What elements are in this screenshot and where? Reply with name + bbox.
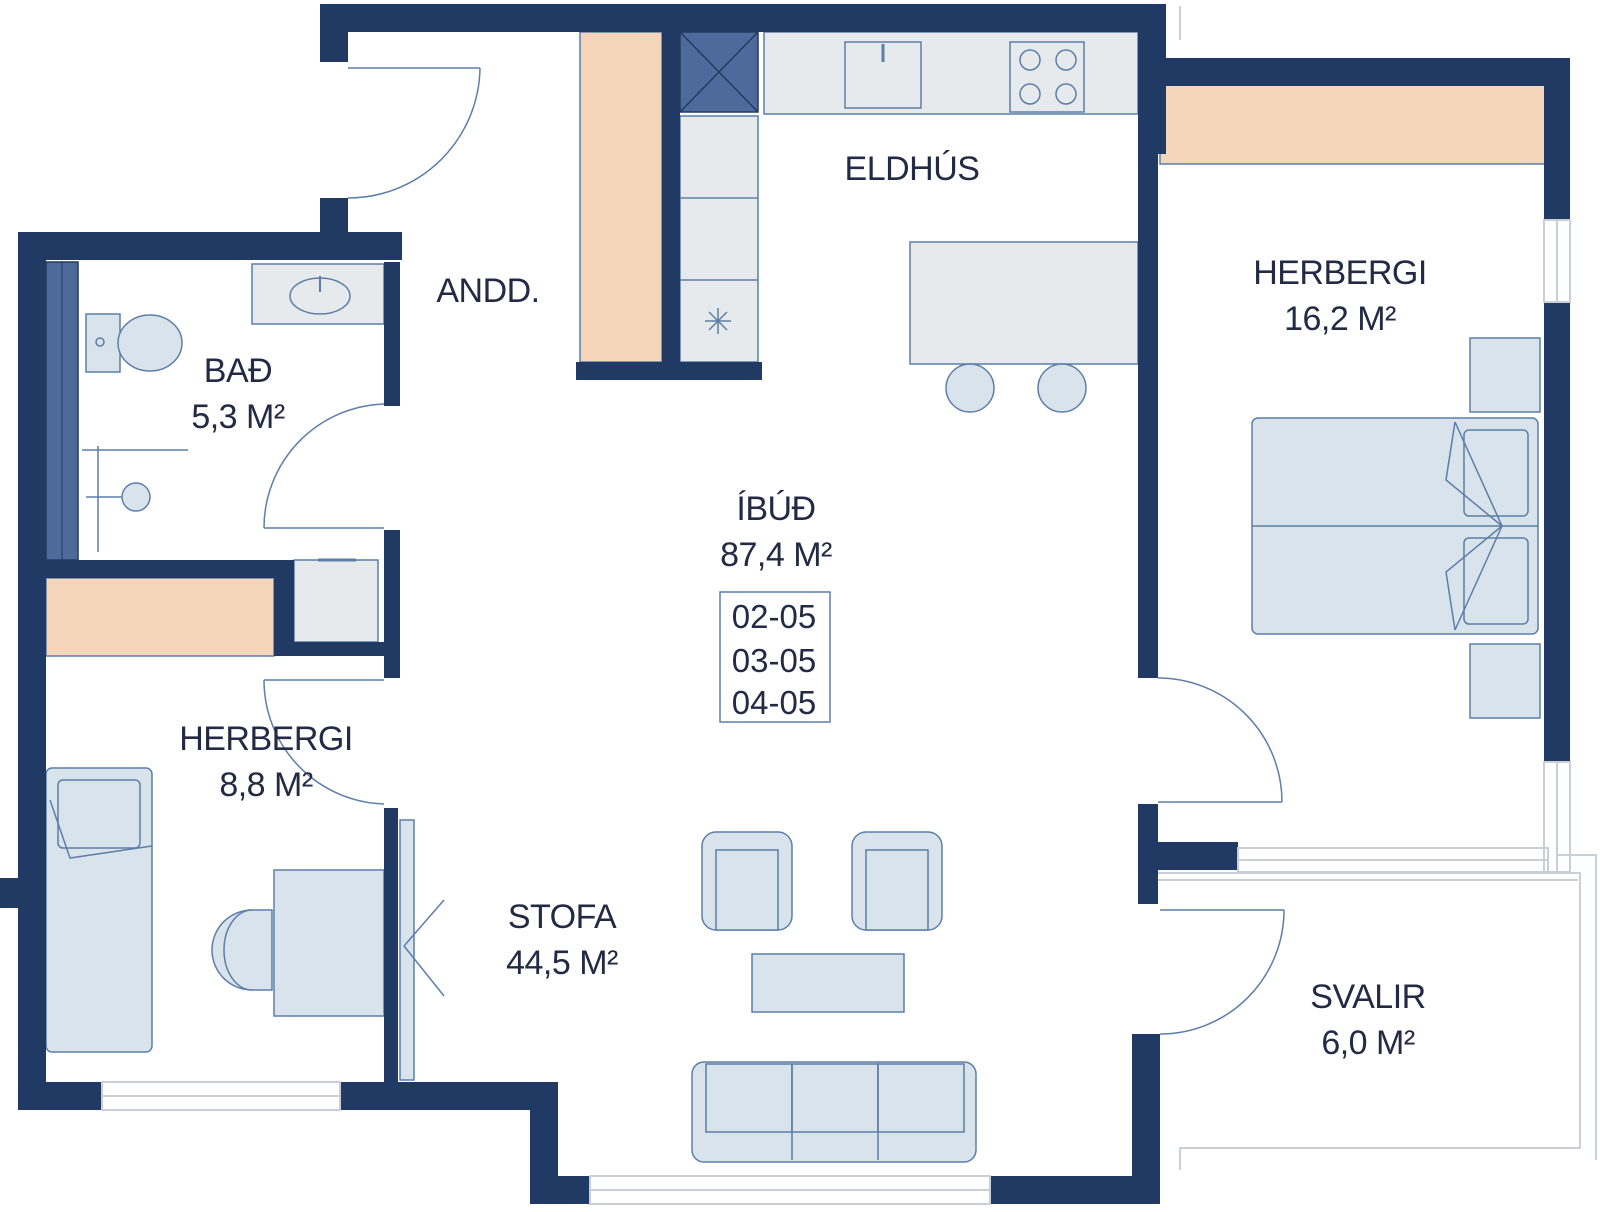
armchair-icon bbox=[701, 831, 793, 931]
label-bedroom-small-area: 8,8 M² bbox=[219, 766, 313, 804]
desk bbox=[273, 869, 385, 1017]
label-bath: BAÐ bbox=[204, 352, 272, 390]
label-living: STOFA bbox=[508, 898, 617, 936]
bed-icon bbox=[45, 767, 153, 1053]
bed-icon bbox=[1251, 417, 1539, 635]
label-apartment: ÍBÚÐ bbox=[736, 490, 815, 528]
shower-icon bbox=[82, 446, 188, 552]
closet-bedroom-large bbox=[1159, 81, 1549, 165]
label-apartment-area: 87,4 M² bbox=[720, 536, 832, 574]
unit-code: 02-05 bbox=[732, 598, 816, 635]
label-balcony: SVALIR bbox=[1310, 978, 1425, 1016]
extractor-icon bbox=[705, 308, 731, 334]
closet-bedroom-small bbox=[45, 577, 275, 657]
nightstand bbox=[1469, 337, 1541, 413]
coffee-table bbox=[751, 953, 905, 1013]
label-bedroom-small: HERBERGI bbox=[179, 720, 353, 758]
unit-code: 04-05 bbox=[732, 684, 816, 721]
nightstand bbox=[1469, 643, 1541, 719]
bath-sink-counter bbox=[251, 263, 385, 325]
desk-chair bbox=[211, 909, 273, 991]
toilet-icon bbox=[85, 313, 183, 373]
window-icon bbox=[101, 6, 1571, 1205]
kitchen-counter bbox=[763, 31, 1139, 115]
label-bedroom-large: HERBERGI bbox=[1253, 254, 1427, 292]
kitchen-island bbox=[909, 241, 1139, 365]
label-balcony-area: 6,0 M² bbox=[1321, 1024, 1415, 1062]
door-swing-icon bbox=[263, 67, 1285, 1035]
unit-code: 03-05 bbox=[732, 642, 816, 679]
label-bedroom-large-area: 16,2 M² bbox=[1284, 300, 1396, 338]
unit-codes-box bbox=[719, 591, 831, 723]
sink-icon bbox=[844, 41, 922, 109]
label-living-area: 44,5 M² bbox=[506, 944, 618, 982]
bar-stool bbox=[945, 363, 995, 413]
armchair-icon bbox=[851, 831, 943, 931]
walls bbox=[0, 4, 1570, 1204]
washing-machine bbox=[293, 559, 379, 643]
sofa-icon bbox=[691, 1061, 977, 1163]
stove-icon bbox=[1009, 41, 1085, 113]
kitchen-side-counter bbox=[679, 115, 759, 363]
closet-kitchen bbox=[579, 31, 663, 363]
label-kitchen: ELDHÚS bbox=[845, 150, 980, 188]
label-bath-area: 5,3 M² bbox=[191, 398, 285, 436]
label-entry: ANDD. bbox=[436, 272, 539, 310]
bar-stool bbox=[1037, 363, 1087, 413]
